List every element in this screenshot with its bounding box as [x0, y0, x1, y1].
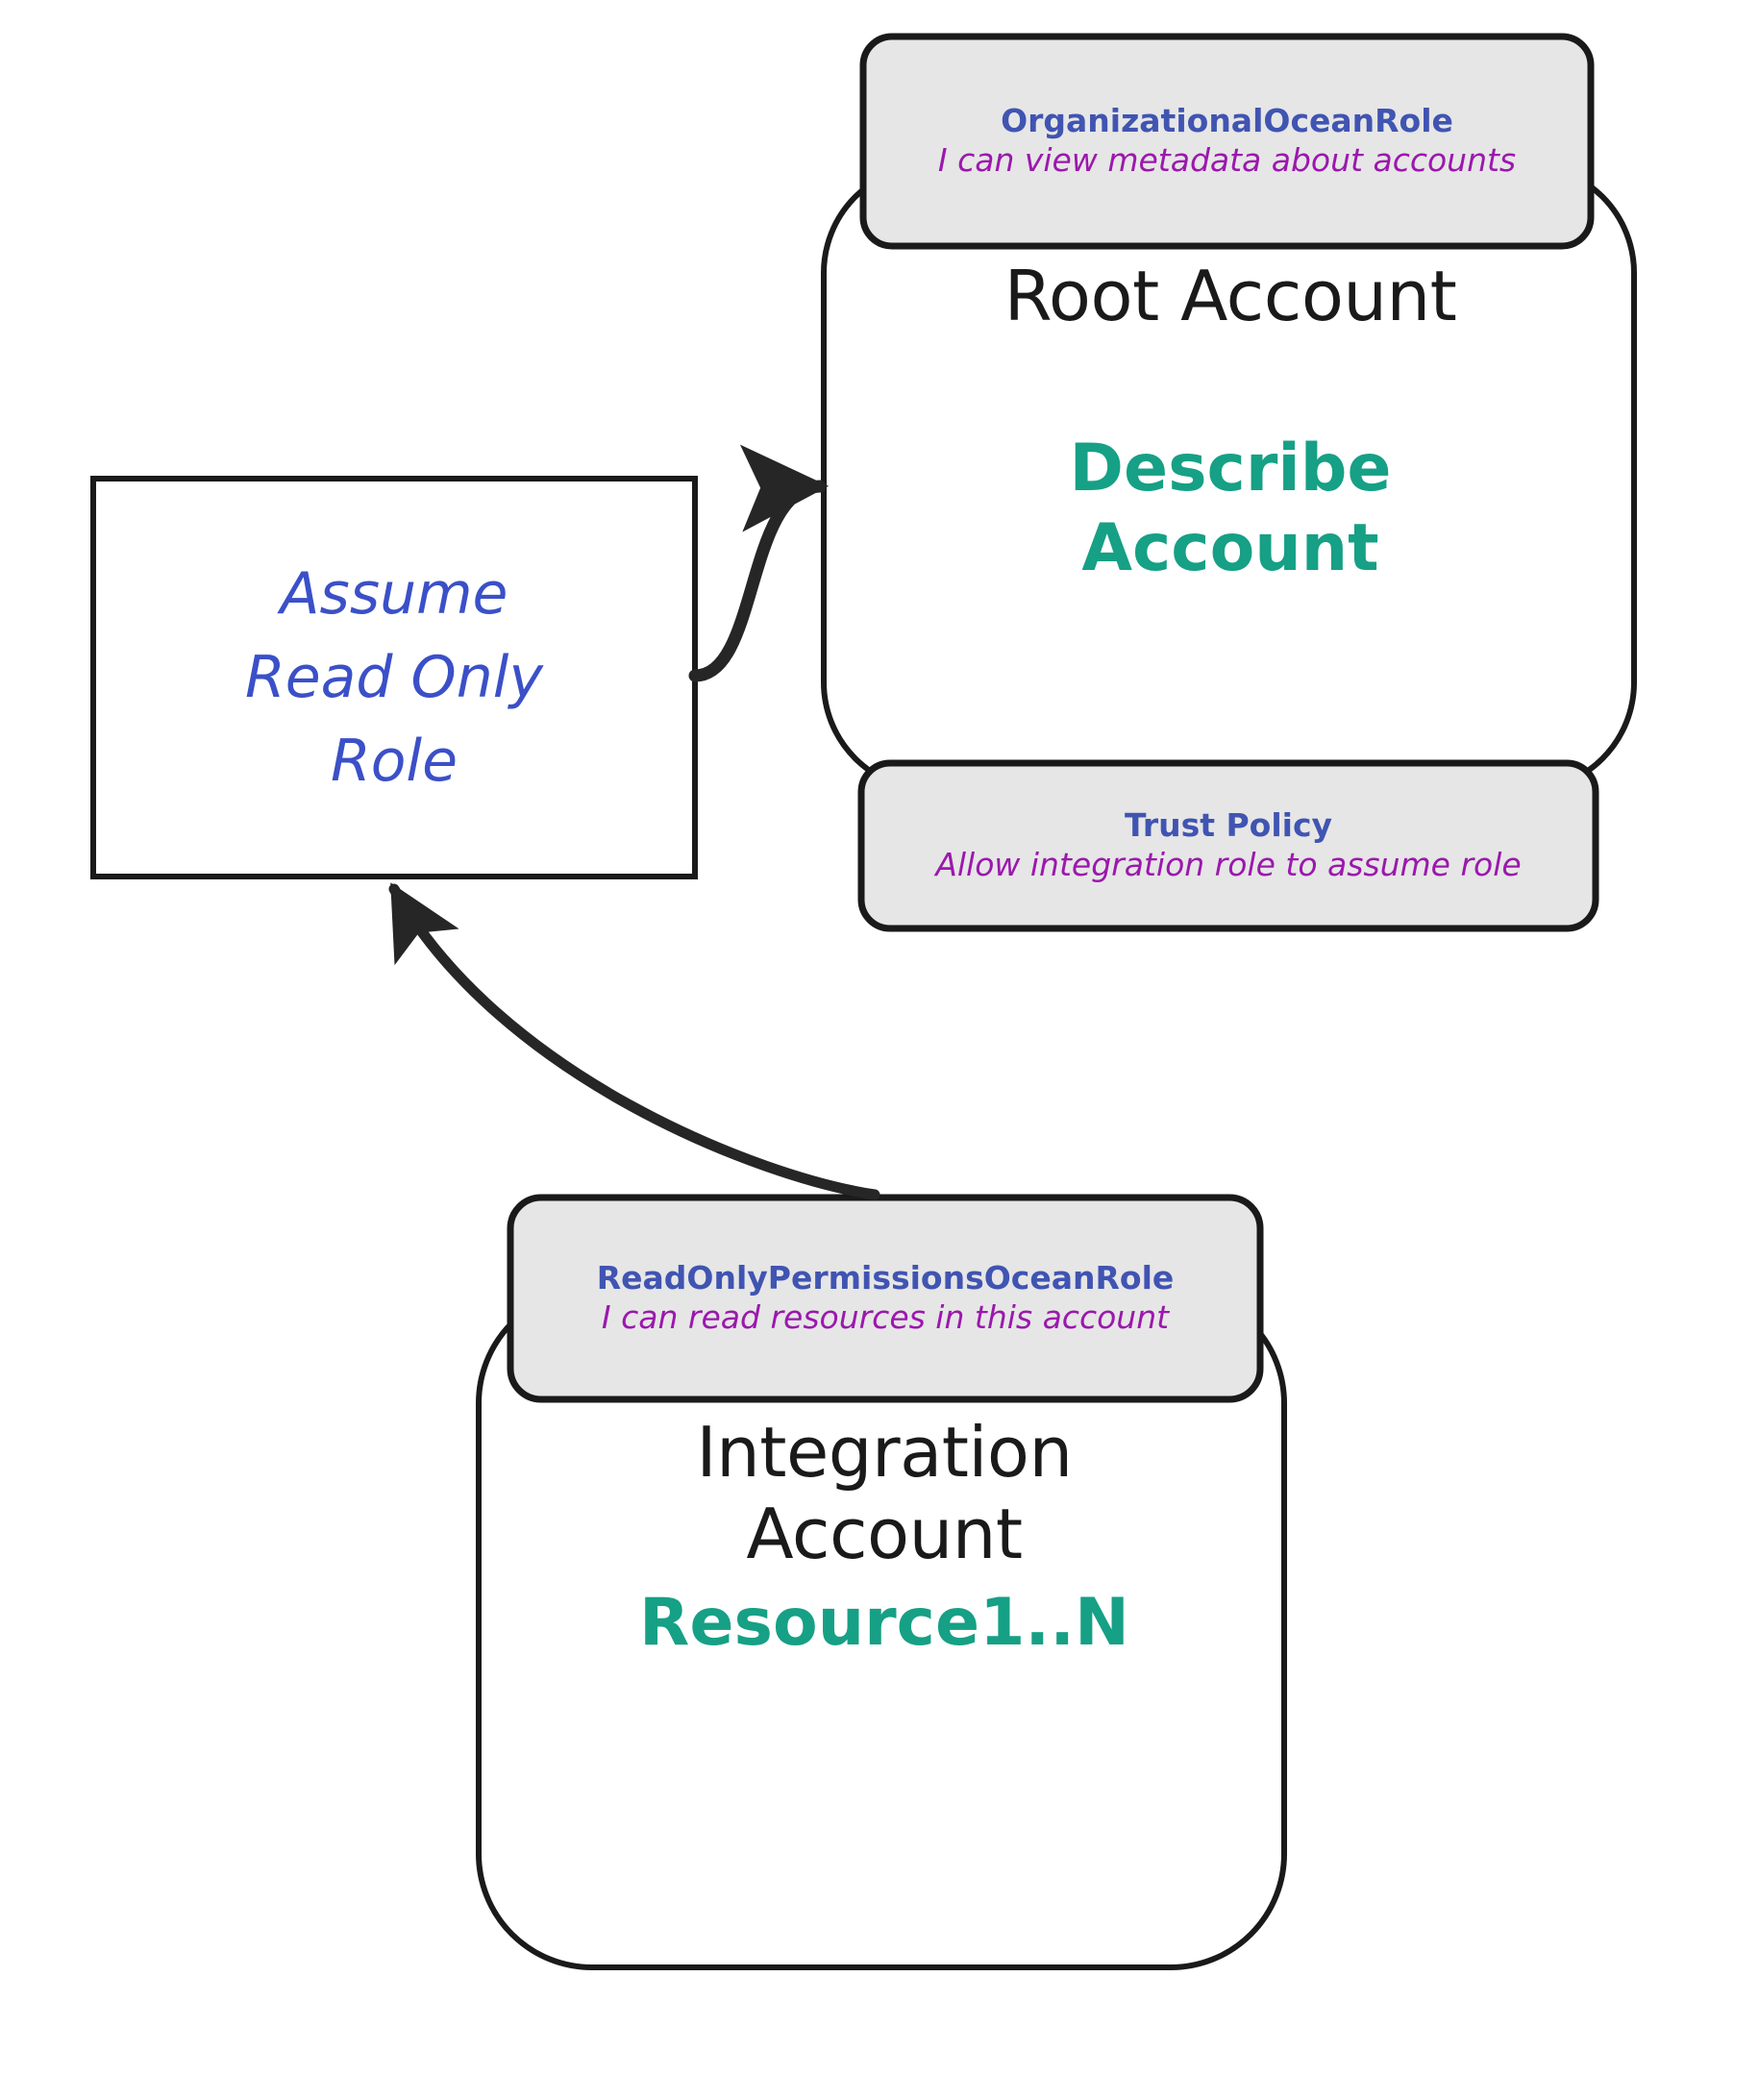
read-only-permissions-ocean-role-tag-shape[interactable]: [507, 1194, 1264, 1403]
read-only-permissions-ocean-role-title: ReadOnlyPermissionsOceanRole: [596, 1258, 1175, 1297]
integration-account-resources: Resource1..N: [639, 1585, 1129, 1662]
organizational-ocean-role-title: OrganizationalOceanRole: [1001, 101, 1453, 139]
trust-policy-description: Allow integration role to assume role: [935, 846, 1522, 884]
assume-read-only-role-line3: Role: [331, 727, 458, 795]
organizational-ocean-role-tag[interactable]: OrganizationalOceanRole I can view metad…: [863, 37, 1591, 246]
root-account-title: Root Account: [1003, 255, 1457, 336]
root-account-action-line2: Account: [1081, 510, 1379, 586]
assume-read-only-role-label-group: Assume Read Only Role: [245, 553, 543, 803]
trust-policy-tag[interactable]: Trust Policy Allow integration role to a…: [861, 763, 1596, 928]
integration-account-title-line1: Integration: [696, 1411, 1073, 1493]
trust-policy-tag-shape[interactable]: [857, 759, 1599, 932]
edge-assume-to-root-account: [688, 444, 830, 682]
assume-read-only-role-box[interactable]: Assume Read Only Role: [93, 479, 695, 877]
assume-read-only-role-line2: Read Only: [245, 643, 543, 711]
root-account-label-group: Root Account: [846, 238, 1615, 354]
read-only-permissions-ocean-role-tag[interactable]: ReadOnlyPermissionsOceanRole I can read …: [510, 1198, 1260, 1399]
organizational-ocean-role-tag-shape[interactable]: [859, 33, 1595, 250]
trust-policy-title: Trust Policy: [1124, 805, 1333, 844]
edge-integration-to-assume-role: [388, 882, 880, 1200]
root-account-action-line1: Describe: [1069, 431, 1392, 507]
organizational-ocean-role-description: I can view metadata about accounts: [937, 141, 1517, 180]
integration-account-label-group: Integration Account Resource1..N: [500, 1411, 1269, 1663]
assume-read-only-role-shape[interactable]: [90, 476, 698, 879]
assume-read-only-role-line1: Assume: [280, 559, 508, 628]
integration-account-title-line2: Account: [746, 1493, 1023, 1574]
read-only-permissions-ocean-role-description: I can read resources in this account: [601, 1298, 1170, 1337]
root-account-action-group: Describe Account: [846, 413, 1615, 605]
